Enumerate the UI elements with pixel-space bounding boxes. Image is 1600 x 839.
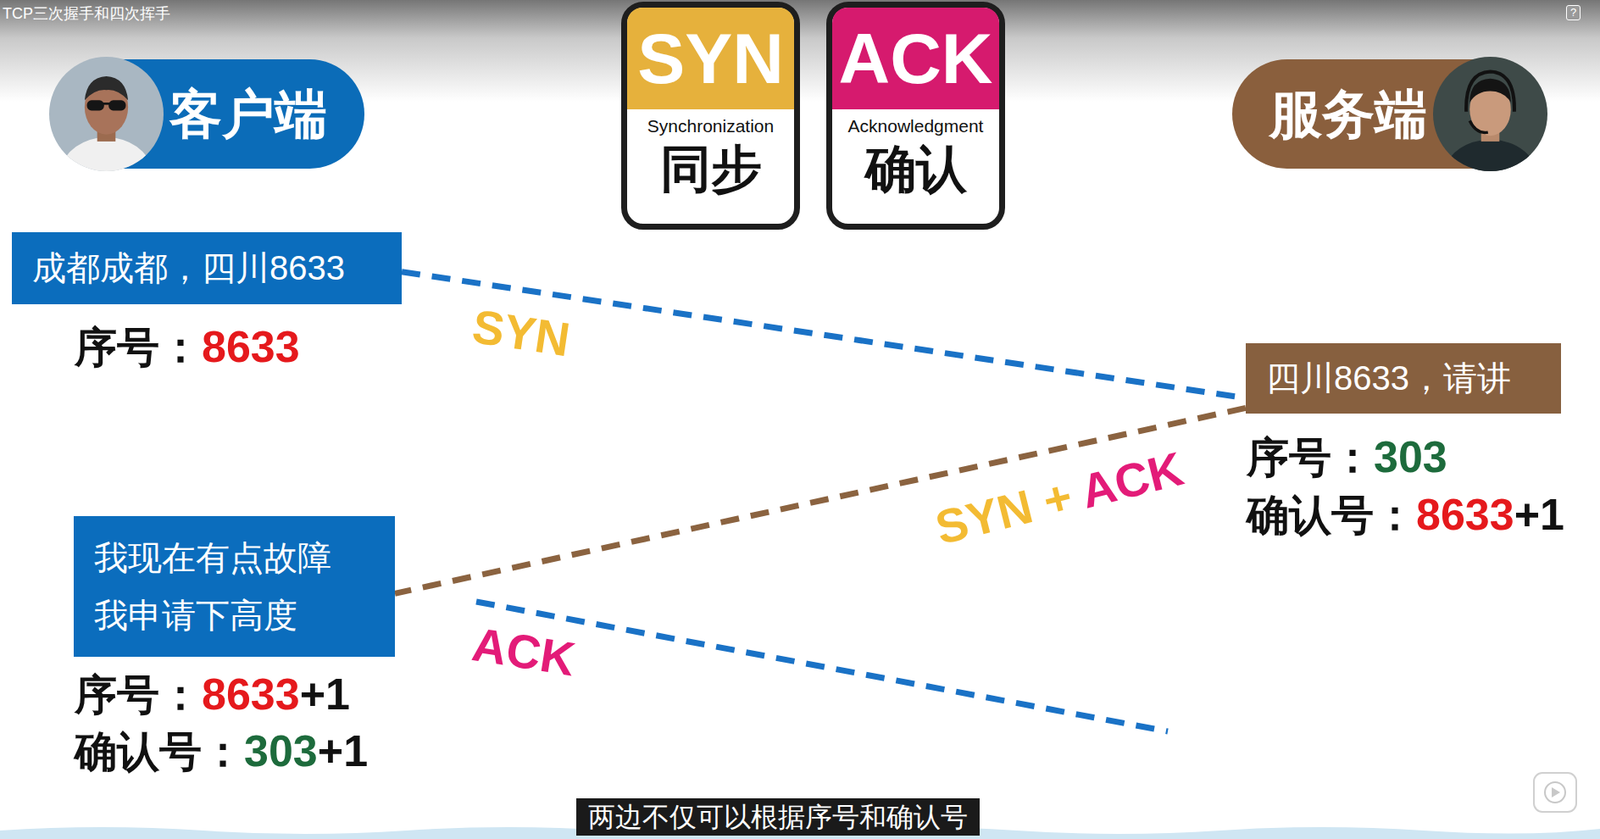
- increment: +1: [317, 726, 368, 776]
- flag-meaning: 同步: [660, 141, 762, 198]
- message-box: 我现在有点故障 我申请下高度: [73, 516, 395, 657]
- field-name: 确认号：: [1246, 491, 1417, 539]
- flag-label: ACK: [468, 617, 578, 686]
- sequence-number: 303: [244, 726, 318, 776]
- message-box: 成都成都，四川8633: [11, 232, 402, 305]
- portrait: [1433, 56, 1548, 172]
- flag-label: SYN: [469, 300, 574, 367]
- dashed-connector: [401, 272, 1246, 399]
- help-icon: ?: [1566, 5, 1581, 21]
- message-text: 我现在有点故障 我申请下高度: [94, 528, 352, 645]
- increment: +1: [1514, 489, 1565, 539]
- sequence-number: 8633: [1416, 489, 1515, 539]
- video-title: TCP三次握手和四次挥手: [2, 3, 171, 24]
- server-pill: 服务端: [1232, 59, 1546, 169]
- ack-card: ACK Acknowledgment 确认: [826, 1, 1006, 230]
- flag-band: SYN: [627, 7, 795, 110]
- play-icon: [1533, 772, 1577, 812]
- value-row: 确认号：8633+1: [1246, 488, 1565, 541]
- flag-full-name: Acknowledgment: [848, 116, 984, 137]
- flag-meaning: 确认: [865, 141, 967, 198]
- value-row: 序号：303: [1246, 430, 1448, 484]
- value-row: 确认号：303+1: [74, 724, 368, 778]
- sequence-number: 303: [1373, 432, 1448, 482]
- portrait: [49, 56, 164, 172]
- syn-card: SYN Synchronization 同步: [621, 1, 800, 230]
- flag-name: ACK: [838, 22, 994, 95]
- message-text: 成都成都，四川8633: [32, 244, 345, 292]
- increment: +1: [300, 669, 350, 719]
- ack-dashed-line: [476, 601, 1168, 732]
- sequence-number: 8633: [201, 669, 300, 719]
- field-name: 序号：: [74, 671, 202, 719]
- field-name: 序号：: [74, 323, 202, 372]
- message-text: 四川8633，请讲: [1266, 355, 1512, 402]
- value-row: 序号：8633+1: [74, 667, 350, 721]
- field-name: 序号：: [1246, 433, 1374, 482]
- flag-label: SYN + ACK: [930, 442, 1189, 555]
- sequence-number: 8633: [201, 322, 300, 372]
- dashed-connector: [394, 407, 1246, 594]
- role-name: 客户端: [169, 78, 328, 150]
- role-name: 服务端: [1269, 78, 1428, 150]
- message-box: 四川8633，请讲: [1245, 343, 1562, 414]
- value-row: 序号：8633: [74, 320, 300, 373]
- subtitle: 两边不仅可以根据序号和确认号: [576, 798, 980, 836]
- flag-name: SYN: [637, 22, 784, 95]
- flag-band: ACK: [832, 7, 1000, 110]
- flag-full-name: Synchronization: [647, 116, 774, 137]
- field-name: 确认号：: [74, 727, 245, 776]
- client-pill: 客户端: [50, 59, 365, 169]
